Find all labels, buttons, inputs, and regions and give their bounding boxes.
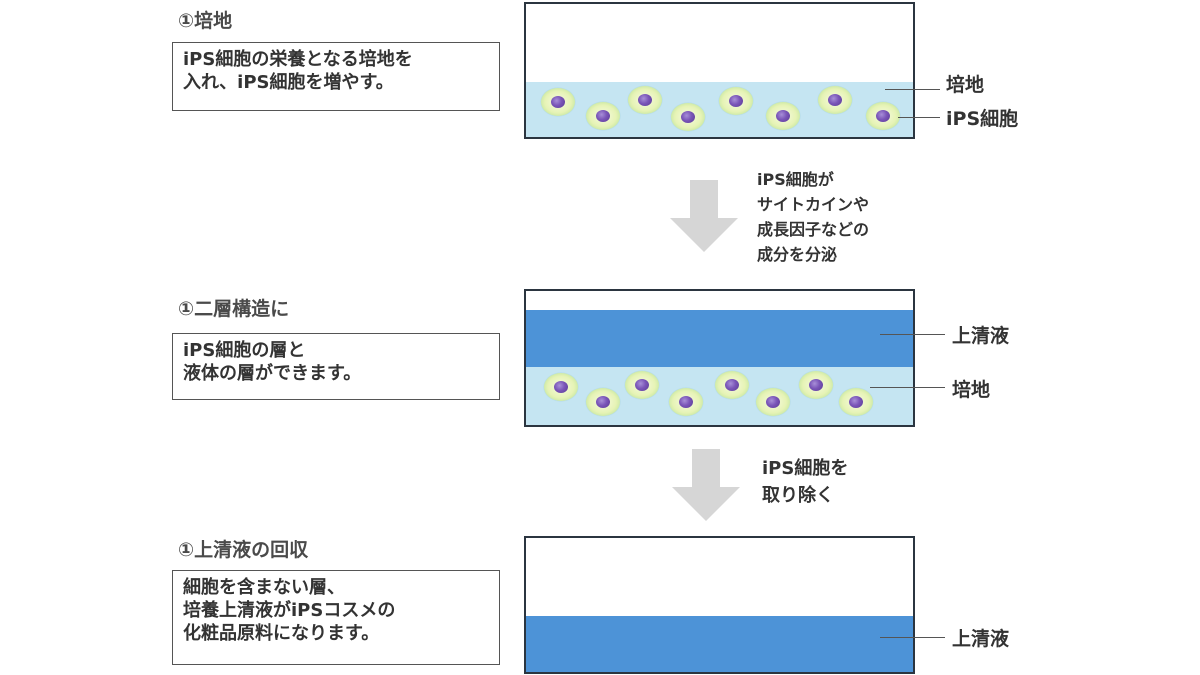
step3-description: 細胞を含まない層、 培養上清液がiPSコスメの 化粧品原料になります。 (172, 570, 500, 665)
transition1-text-line: 成長因子などの (757, 220, 870, 239)
step2-medium-label: 培地 (952, 379, 991, 401)
step1-cells-leader (898, 117, 940, 118)
step3-supernatant-leader (880, 637, 945, 638)
ips-cell (818, 86, 852, 114)
step1-culture-dish (524, 2, 915, 139)
transition2-text: iPS細胞を 取り除く (762, 455, 848, 509)
transition1-text-line: サイトカインや (757, 195, 870, 214)
step3-title: ①上清液の回収 (178, 539, 309, 561)
step1-medium-leader (885, 89, 940, 90)
step1-title: ①培地 (178, 10, 233, 32)
step2-description: iPS細胞の層と 液体の層ができます。 (172, 333, 500, 400)
transition2-text-line: 取り除く (762, 485, 834, 506)
step1-description-line: iPS細胞の栄養となる培地を (183, 49, 413, 70)
transition1-text-line: iPS細胞が (757, 170, 834, 189)
ips-cell (544, 373, 578, 401)
step1-medium-layer (526, 82, 913, 137)
step1-description-line: 入れ、iPS細胞を増やす。 (183, 72, 394, 93)
step3-supernatant-layer (526, 616, 913, 672)
ips-cell (669, 388, 703, 416)
step3-description-line: 培養上清液がiPSコスメの (183, 600, 396, 621)
transition2-text-line: iPS細胞を (762, 458, 849, 479)
ips-cell (586, 102, 620, 130)
ips-cell (866, 102, 900, 130)
ips-cell (541, 88, 575, 116)
step3-description-line: 化粧品原料になります。 (183, 623, 380, 644)
step3-culture-dish (524, 536, 915, 674)
step2-medium-leader (870, 387, 945, 388)
step2-supernatant-layer (526, 310, 913, 367)
down-arrow-icon (670, 180, 738, 252)
transition1-text-line: 成分を分泌 (757, 245, 838, 264)
step1-cells-label: iPS細胞 (946, 108, 1019, 130)
down-arrow-icon (672, 449, 740, 521)
ips-cell (839, 388, 873, 416)
ips-cell (719, 87, 753, 115)
ips-cell (715, 371, 749, 399)
ips-cell (625, 371, 659, 399)
step2-description-line: 液体の層ができます。 (183, 363, 362, 384)
ips-cell (671, 103, 705, 131)
step2-culture-dish (524, 289, 915, 427)
ips-cell (586, 388, 620, 416)
step2-supernatant-leader (880, 334, 945, 335)
ips-cell (756, 388, 790, 416)
transition1-text: iPS細胞が サイトカインや 成長因子などの 成分を分泌 (757, 167, 869, 267)
ips-cell (799, 371, 833, 399)
step2-supernatant-label: 上清液 (952, 325, 1010, 347)
step2-title: ①二層構造に (178, 298, 290, 320)
ips-cell (628, 86, 662, 114)
step3-description-line: 細胞を含まない層、 (183, 577, 345, 598)
step1-medium-label: 培地 (946, 74, 985, 96)
step3-supernatant-label: 上清液 (952, 628, 1010, 650)
step2-description-line: iPS細胞の層と (183, 340, 306, 361)
step1-description: iPS細胞の栄養となる培地を 入れ、iPS細胞を増やす。 (172, 42, 500, 111)
ips-cell (766, 102, 800, 130)
